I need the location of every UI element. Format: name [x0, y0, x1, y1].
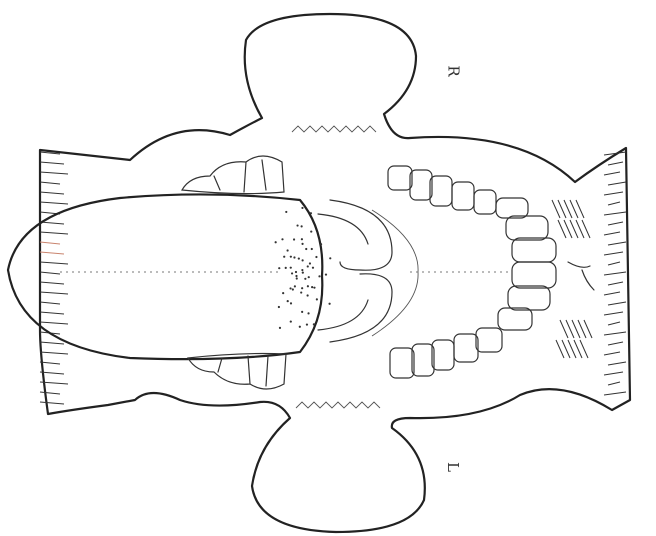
upper-flap-ridge [292, 126, 376, 132]
body-outline [40, 14, 630, 532]
right-side-label: R [445, 65, 463, 76]
inner-arch [318, 214, 368, 330]
left-side-label: L [444, 462, 462, 472]
lower-teeth [390, 262, 556, 378]
lower-flap-ridge [296, 402, 380, 408]
frenulum [568, 262, 594, 290]
outer-arch [372, 210, 418, 336]
upper-left-molars [182, 156, 284, 194]
right-hatching [604, 152, 626, 395]
palate-arch-lower [330, 274, 392, 342]
upper-teeth [388, 166, 556, 262]
tongue [8, 194, 322, 359]
left-hatching [40, 152, 68, 404]
palate-arch [330, 200, 392, 270]
